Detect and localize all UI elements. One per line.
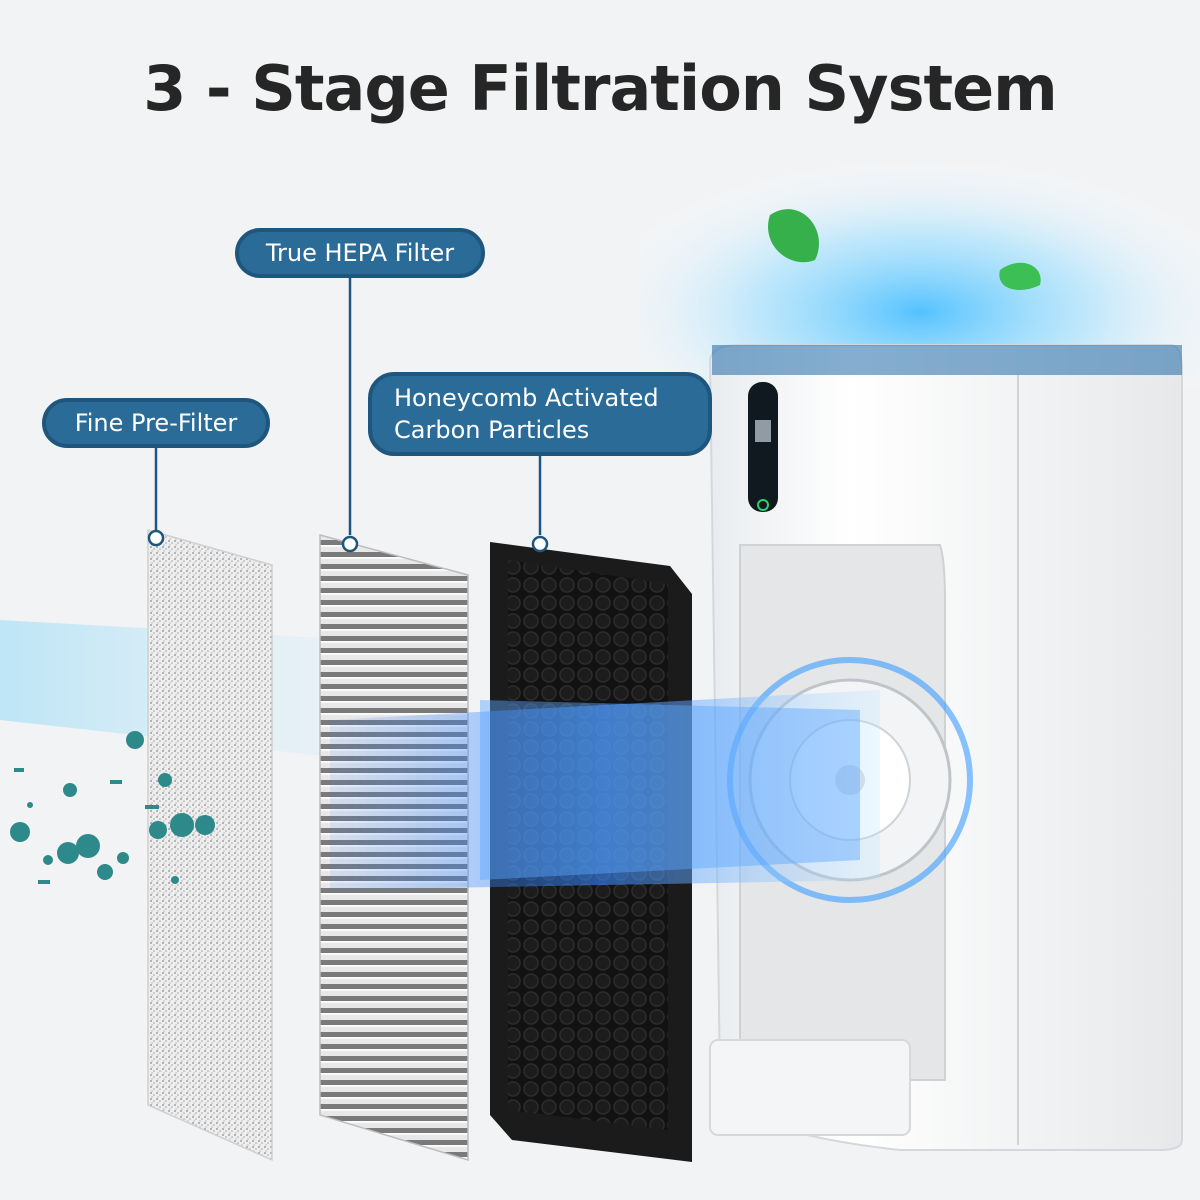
true-hepa-filter-label: True HEPA Filter — [235, 228, 485, 278]
true-hepa-filter-text: True HEPA Filter — [265, 239, 455, 267]
carbon-filter-label: Honeycomb Activated Carbon Particles — [368, 372, 712, 456]
fine-pre-filter-panel — [147, 529, 273, 1162]
leaf-icon — [768, 209, 1041, 290]
airflow-beam — [330, 690, 880, 890]
carbon-filter-text-line-2: Carbon Particles — [394, 416, 590, 444]
display-panel — [748, 382, 778, 512]
fine-pre-filter-text: Fine Pre-Filter — [74, 409, 238, 437]
label-connectors — [147, 278, 549, 553]
particle-icon — [10, 731, 215, 884]
page-title: 3 - Stage Filtration System — [143, 52, 1058, 125]
fine-pre-filter-label: Fine Pre-Filter — [42, 398, 270, 448]
carbon-filter-text-line-1: Honeycomb Activated — [394, 384, 659, 412]
